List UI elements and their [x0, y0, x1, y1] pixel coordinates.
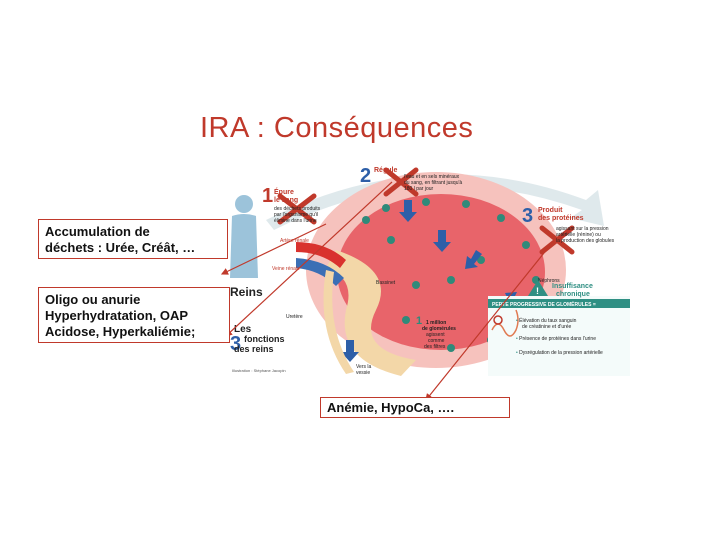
ic-b2: • Présence de protéines dans l'urine	[516, 336, 596, 342]
callout-dechets: Accumulation de déchets : Urée, Créât, …	[38, 219, 228, 259]
fn2-text-3: 180 l par jour	[404, 186, 434, 192]
label-vessie-2: vessie	[356, 370, 370, 376]
callout-1-line2: déchets : Urée, Créât, …	[45, 240, 196, 255]
label-bassinet: Bassinet	[376, 280, 396, 286]
ic-b3: • Dysrégulation de la pression artériell…	[516, 350, 603, 356]
callout-2-line2: Hyperhydratation, OAP	[45, 308, 189, 323]
glom-note-5: des filtres	[424, 344, 446, 350]
fn1-title-1: Épure	[274, 187, 294, 196]
ic-b1-1: • Élévation du taux sanguin	[516, 317, 577, 324]
ic-banner	[488, 299, 630, 308]
figure-credit: Illustration : Stéphane Jacopin	[232, 368, 286, 373]
callout-2-line1: Oligo ou anurie	[45, 292, 141, 307]
label-reins: Reins	[230, 285, 263, 299]
fn3-title-2: des protéines	[538, 215, 584, 222]
fn2-text-1: l'eau et en sels minéraux	[404, 174, 460, 180]
les-num: 3	[230, 333, 241, 355]
les-3: des reins	[234, 344, 274, 354]
fn3-text-2: artérielle (rénine) ou	[556, 232, 601, 238]
fn3-title-1: Produit	[538, 207, 563, 214]
ic-b1-2: de créatinine et d'urée	[522, 324, 572, 330]
fn1-text-3: élimine dans l'urine	[274, 218, 317, 224]
fn1-title-2: le sang	[274, 197, 298, 204]
fn1-number: 1	[262, 185, 273, 207]
kidney-illustration: 1 Épure le sang des déchets produits par…	[230, 165, 630, 376]
fn2-number: 2	[360, 165, 371, 187]
fn3-text-1: agissant sur la pression	[556, 226, 609, 232]
human-silhouette-icon	[230, 195, 258, 278]
ic-title-1: Insuffisance	[552, 283, 593, 290]
fn2-title: Régule	[374, 167, 397, 174]
callout-1-line1: Accumulation de	[45, 224, 150, 239]
ic-banner-text: PERTE PROGRESSIVE DE GLOMÉRULES =	[492, 300, 596, 308]
fn3-text-3: la production des globules	[556, 238, 615, 244]
fn2-text-2: du sang, en filtrant jusqu'à	[404, 180, 462, 186]
ic-title-2: chronique	[556, 291, 590, 298]
label-veine: Veine rénale	[272, 266, 300, 272]
callout-oligo: Oligo ou anurie Hyperhydratation, OAP Ac…	[38, 287, 230, 343]
glom-note-num: 1	[416, 315, 422, 327]
svg-text:!: !	[536, 286, 539, 296]
callout-anemie: Anémie, HypoCa, ….	[320, 397, 510, 418]
slide-title: IRA : Conséquences	[200, 112, 474, 144]
fn3-number: 3	[522, 205, 533, 227]
label-uretere: Uretère	[286, 314, 303, 320]
label-vessie-1: Vers la	[356, 364, 372, 370]
callout-2-line3: Acidose, Hyperkaliémie;	[45, 324, 196, 339]
callout-3-line1: Anémie, HypoCa, ….	[327, 400, 455, 415]
label-artere: Artère rénale	[280, 238, 309, 244]
les-2: fonctions	[244, 334, 285, 344]
